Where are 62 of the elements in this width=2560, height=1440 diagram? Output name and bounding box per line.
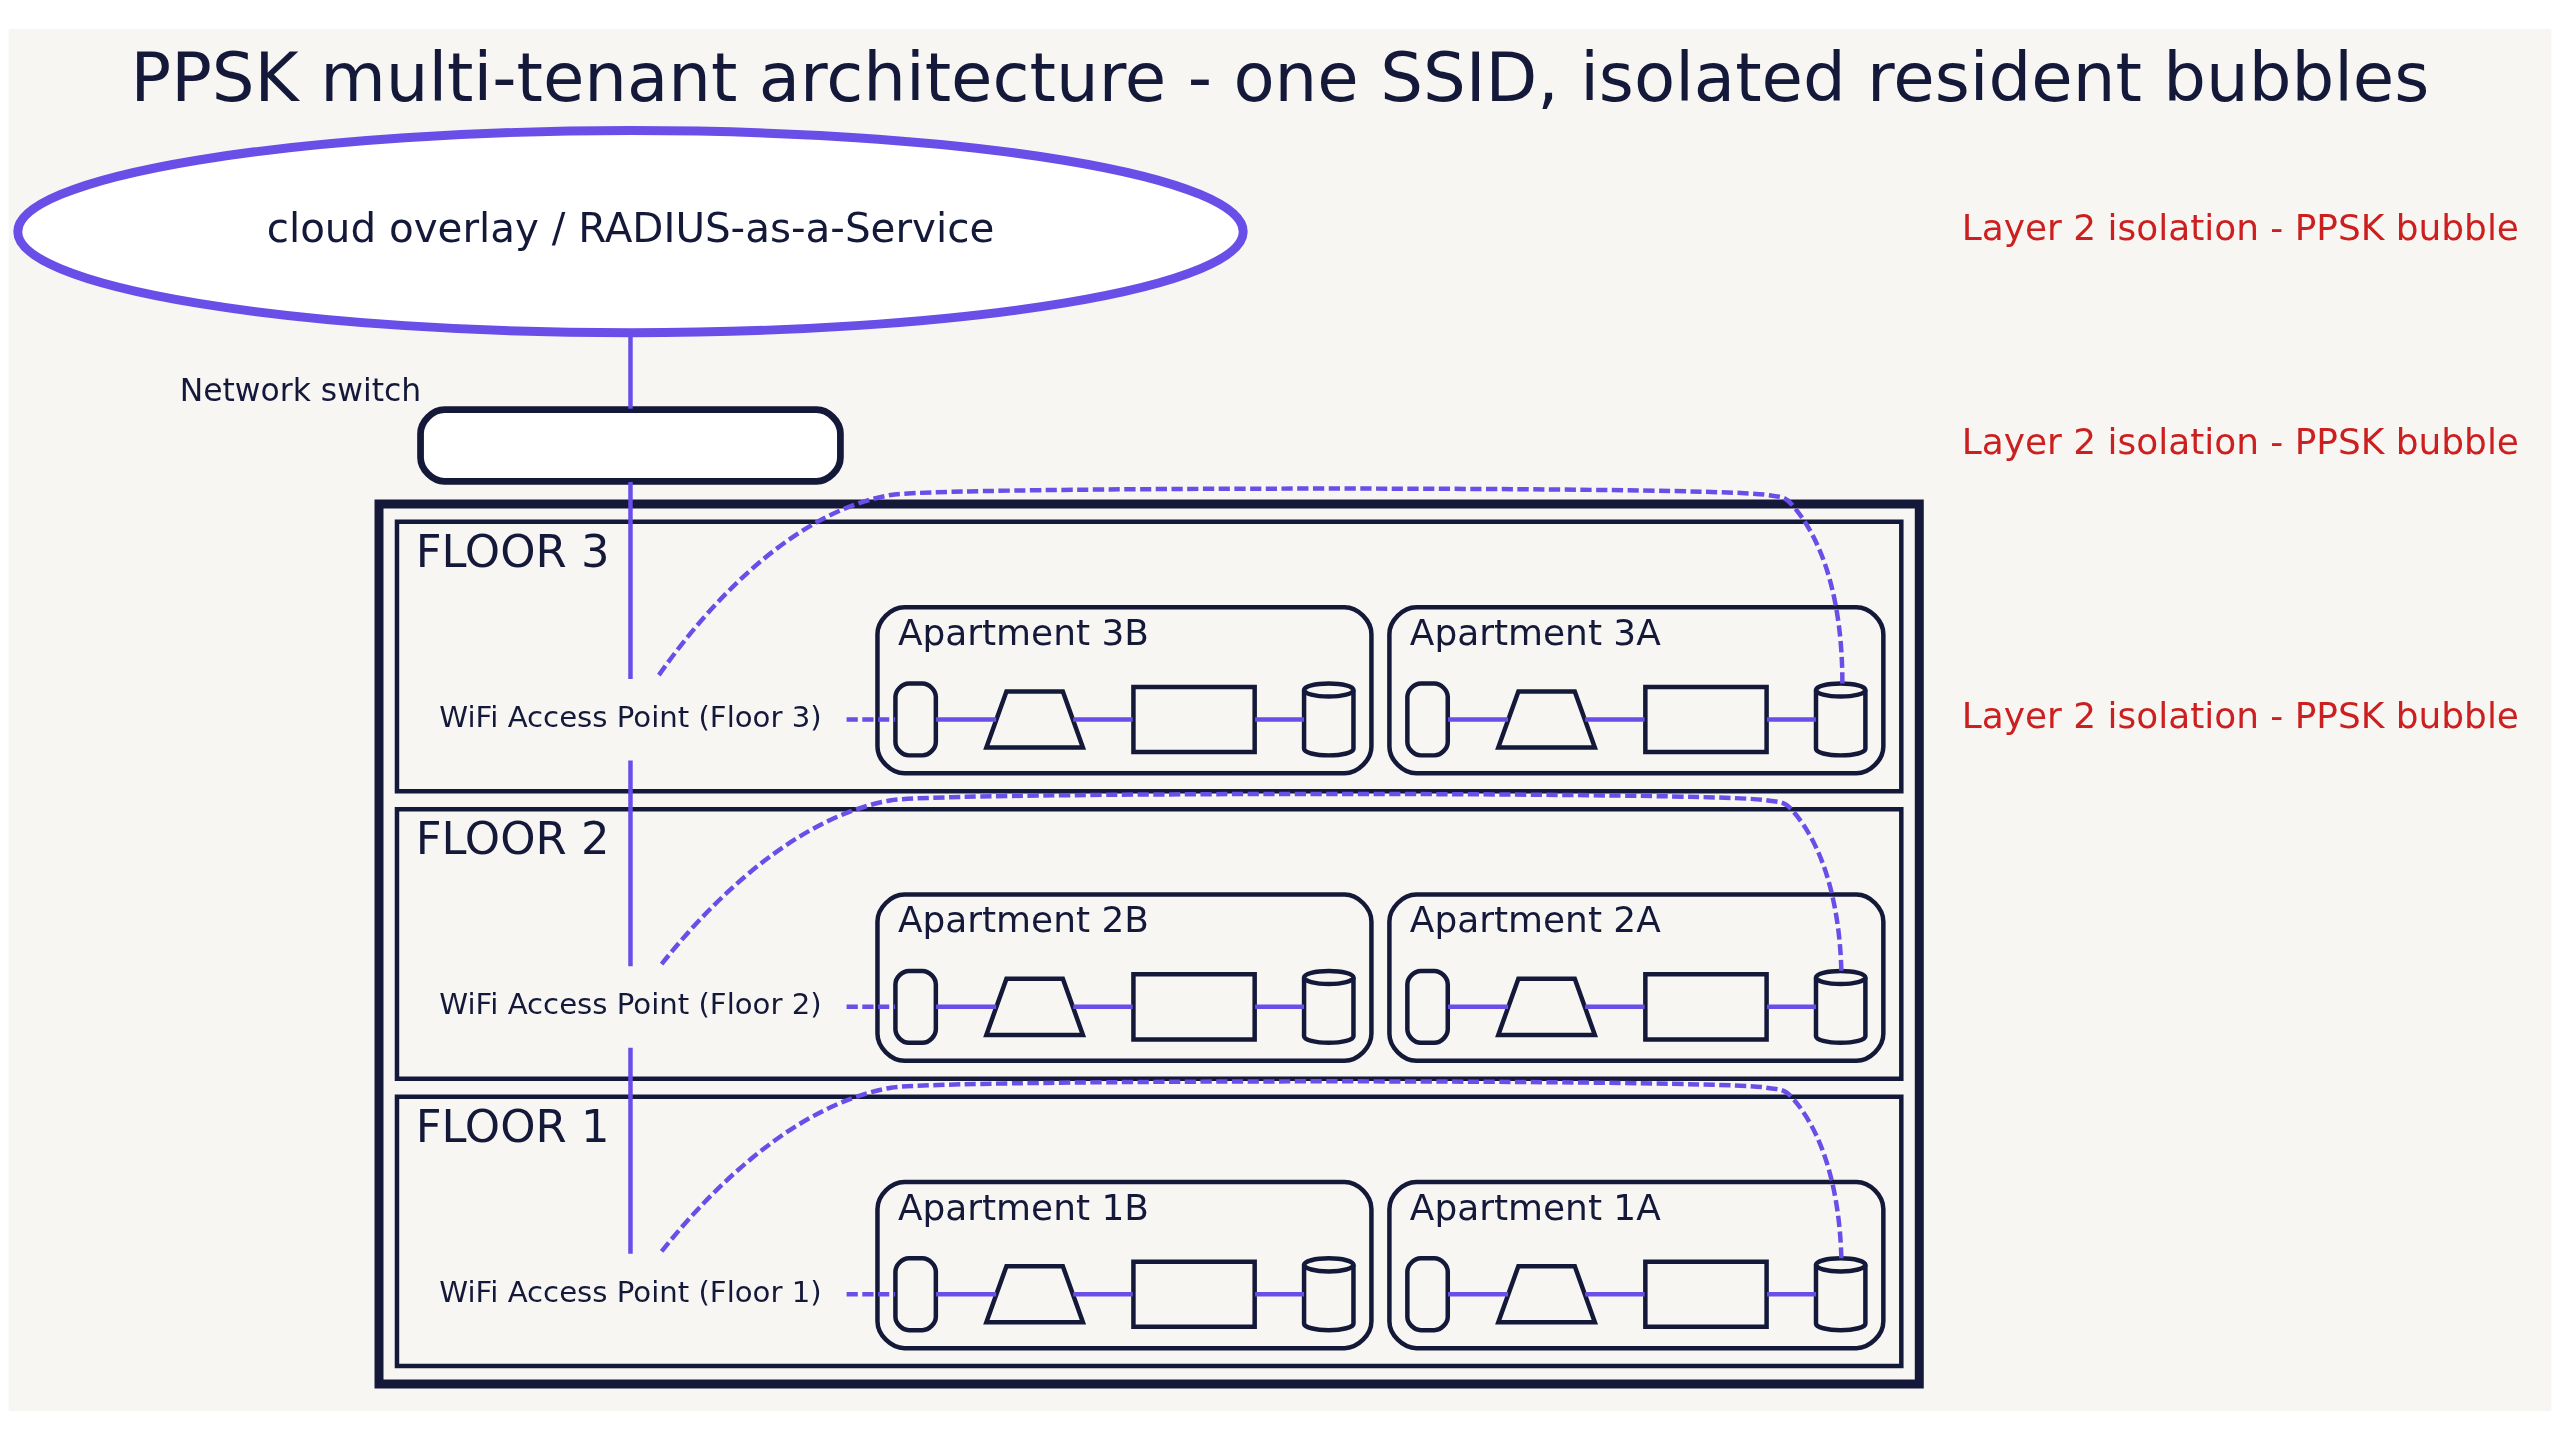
node-laptop — [983, 689, 1087, 750]
connector — [1767, 1292, 1816, 1297]
node-text: WiFi Access Point (Floor 3) — [439, 700, 822, 735]
node-ellipse: cloud overlay / RADIUS-as-a-Service — [13, 126, 1248, 338]
legend-label: Layer 2 isolation - PPSK bubble — [1961, 694, 2519, 736]
node-monitor — [1131, 1259, 1257, 1330]
node-phone — [1405, 968, 1450, 1045]
connector — [1255, 717, 1304, 722]
connector — [1255, 1004, 1304, 1010]
cluster: Apartment 2A — [1387, 892, 1886, 1063]
connector — [628, 1047, 633, 1254]
connector — [846, 1004, 896, 1010]
connector — [1073, 1292, 1133, 1297]
node-monitor — [1643, 684, 1769, 755]
connector — [658, 791, 1844, 971]
node-phone — [893, 681, 939, 758]
connector — [936, 717, 997, 722]
connector — [846, 717, 896, 722]
node-text: WiFi Access Point (Floor 2) — [439, 987, 822, 1022]
node-laptop — [1495, 689, 1598, 750]
diagram-title: PPSK multi-tenant architecture - one SSID, isolated resident bubbles — [130, 37, 2430, 117]
connector — [628, 481, 633, 679]
node-box — [417, 406, 844, 485]
connector — [1585, 1004, 1645, 1010]
cluster: Apartment 1B — [875, 1179, 1374, 1351]
connector — [1585, 717, 1645, 722]
node-phone — [1405, 1256, 1450, 1333]
node-monitor — [1643, 972, 1769, 1042]
connector — [936, 1004, 997, 1010]
connector — [1255, 1292, 1304, 1297]
cluster — [374, 499, 1924, 1389]
connector — [1448, 717, 1509, 722]
node-laptop — [1495, 1263, 1598, 1325]
cluster: Apartment 2B — [875, 892, 1374, 1063]
connector — [1585, 1292, 1645, 1297]
node-text: WiFi Access Point (Floor 1) — [439, 1274, 822, 1309]
node-laptop — [983, 976, 1087, 1038]
cluster: Apartment 1A — [1387, 1179, 1886, 1351]
node-monitor — [1643, 1259, 1769, 1330]
connector — [654, 486, 1845, 684]
connector — [1448, 1004, 1509, 1010]
connector — [1073, 1004, 1133, 1010]
node-phone — [1405, 681, 1450, 758]
connector — [1448, 1292, 1509, 1297]
node-monitor — [1131, 972, 1257, 1042]
connector — [936, 1292, 997, 1297]
legend-label: Layer 2 isolation - PPSK bubble — [1961, 421, 2519, 463]
connector — [1073, 717, 1133, 722]
cluster: Apartment 3A — [1387, 604, 1886, 776]
node-label: Network switch — [179, 372, 422, 409]
connector — [1767, 1004, 1816, 1010]
connector — [628, 760, 633, 967]
node-phone — [893, 968, 939, 1045]
legend-label: Layer 2 isolation - PPSK bubble — [1961, 207, 2519, 249]
node-laptop — [1495, 976, 1598, 1038]
connector — [846, 1292, 896, 1297]
connector — [658, 1079, 1844, 1259]
connector — [1767, 717, 1816, 722]
node-phone — [893, 1256, 939, 1333]
cluster: Apartment 3B — [875, 604, 1374, 776]
node-laptop — [983, 1263, 1087, 1325]
node-monitor — [1131, 684, 1257, 755]
